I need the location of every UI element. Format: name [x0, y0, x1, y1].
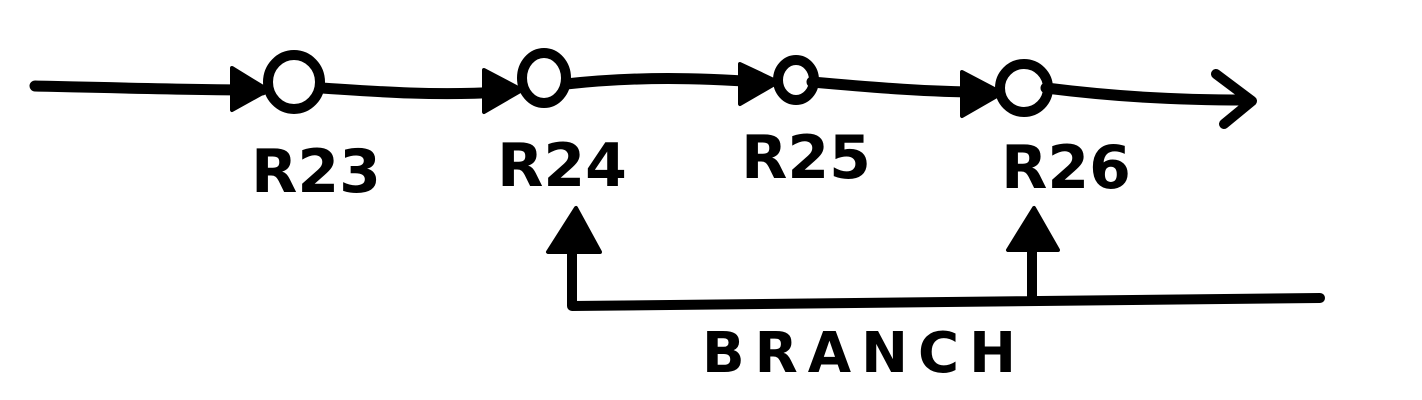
node-circle-r25 [773, 55, 819, 105]
flow-end-arrowhead [1211, 69, 1257, 129]
main-flow-line [29, 73, 1252, 106]
flow-arrowhead-r26 [960, 70, 1004, 118]
node-circle-r23 [263, 50, 325, 114]
branch-label: BRANCH [702, 321, 1026, 386]
flow-arrowhead-r24 [482, 68, 524, 114]
node-label-r26: R26 [1001, 133, 1131, 203]
node-label-r25: R25 [741, 123, 871, 193]
node-circle-r26 [995, 59, 1053, 117]
branch-arrowhead-r26 [1006, 206, 1060, 252]
node-label-r24: R24 [497, 131, 627, 201]
branch-line [567, 241, 1325, 311]
flow-arrowhead-r25 [738, 62, 780, 106]
node-circle-r24 [517, 48, 571, 108]
flow-arrowhead-r23 [230, 66, 270, 112]
node-label-r23: R23 [251, 137, 381, 207]
branch-arrowhead-r24 [546, 206, 602, 254]
